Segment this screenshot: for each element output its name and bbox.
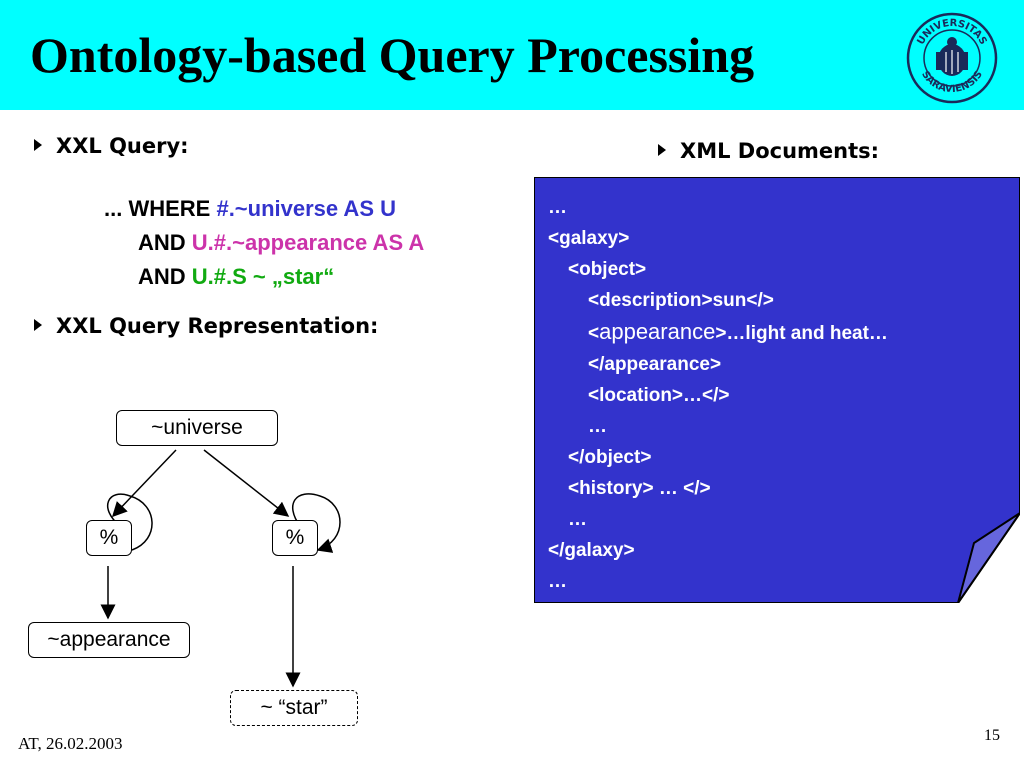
bullet-xml-documents: XML Documents:	[658, 141, 879, 162]
node-universe: ~universe	[116, 410, 278, 446]
self-loop-right	[291, 493, 341, 553]
node-wildcard-right: %	[272, 520, 318, 556]
xml-line: </galaxy>	[548, 540, 635, 561]
xml-line: …	[568, 509, 587, 530]
xxl-query-text: ... WHERE #.~universe AS U AND U.#.~appe…	[104, 192, 424, 294]
query-line-3: AND U.#.S ~ „star“	[104, 260, 424, 294]
xml-document-shape	[534, 177, 1020, 603]
node-wildcard-left: %	[86, 520, 132, 556]
xml-line: <object>	[568, 259, 647, 280]
query-and-keyword: AND	[138, 264, 192, 289]
bullet-xxl-query: XXL Query:	[34, 136, 189, 157]
bullet-triangle-icon	[658, 144, 666, 156]
page-number: 15	[984, 727, 1000, 744]
bullet-xxl-query-label: XXL Query:	[56, 134, 189, 158]
query-appearance-expr: U.#.~appearance AS A	[191, 230, 425, 255]
query-where-keyword: ... WHERE	[104, 196, 217, 221]
university-seal: UNIVERSITAS SARAVIENSIS	[906, 12, 998, 104]
xml-line: <appearance>…light and heat…	[548, 316, 888, 349]
xml-line: …	[548, 197, 567, 218]
bullet-xml-documents-label: XML Documents:	[680, 139, 880, 163]
query-line-1: ... WHERE #.~universe AS U	[104, 192, 424, 226]
xml-line: <location>…</>	[588, 385, 730, 406]
xml-line: <description>sun</>	[588, 290, 774, 311]
xml-line: …	[588, 416, 607, 437]
query-graph: ~universe % % ~appearance ~ “star”	[0, 380, 520, 768]
xml-appearance-tag: appearance	[599, 319, 716, 344]
footer-author-date: AT, 26.02.2003	[18, 734, 123, 753]
xml-line: …	[548, 571, 567, 592]
xml-line: </appearance>	[588, 354, 722, 375]
bullet-xxl-representation: XXL Query Representation:	[34, 316, 378, 337]
node-appearance: ~appearance	[28, 622, 190, 658]
slide-title: Ontology-based Query Processing	[30, 27, 755, 83]
bullet-triangle-icon	[34, 139, 42, 151]
edge-root-left	[111, 449, 177, 518]
bullet-xxl-representation-label: XXL Query Representation:	[56, 314, 379, 338]
self-loop-left	[107, 493, 153, 551]
node-star: ~ “star”	[230, 690, 358, 726]
bullet-triangle-icon	[34, 319, 42, 331]
xml-tag-open: <	[588, 323, 600, 344]
xml-appearance-value: >…light and heat…	[715, 323, 888, 344]
xml-line: <galaxy>	[548, 228, 630, 249]
title-bar	[0, 0, 1024, 110]
query-line-2: AND U.#.~appearance AS A	[104, 226, 424, 260]
xml-line: </object>	[568, 447, 652, 468]
query-and-keyword: AND	[138, 230, 192, 255]
edge-root-right	[203, 449, 290, 517]
query-graph-edges	[100, 449, 341, 688]
query-universe-expr: #.~universe AS U	[216, 196, 396, 221]
xml-line: <history> … </>	[568, 478, 711, 499]
page-curl-icon	[957, 512, 1020, 603]
xml-document-content: … <galaxy> <object> <description>sun</> …	[548, 192, 888, 597]
query-star-expr: U.#.S ~ „star“	[191, 264, 335, 289]
